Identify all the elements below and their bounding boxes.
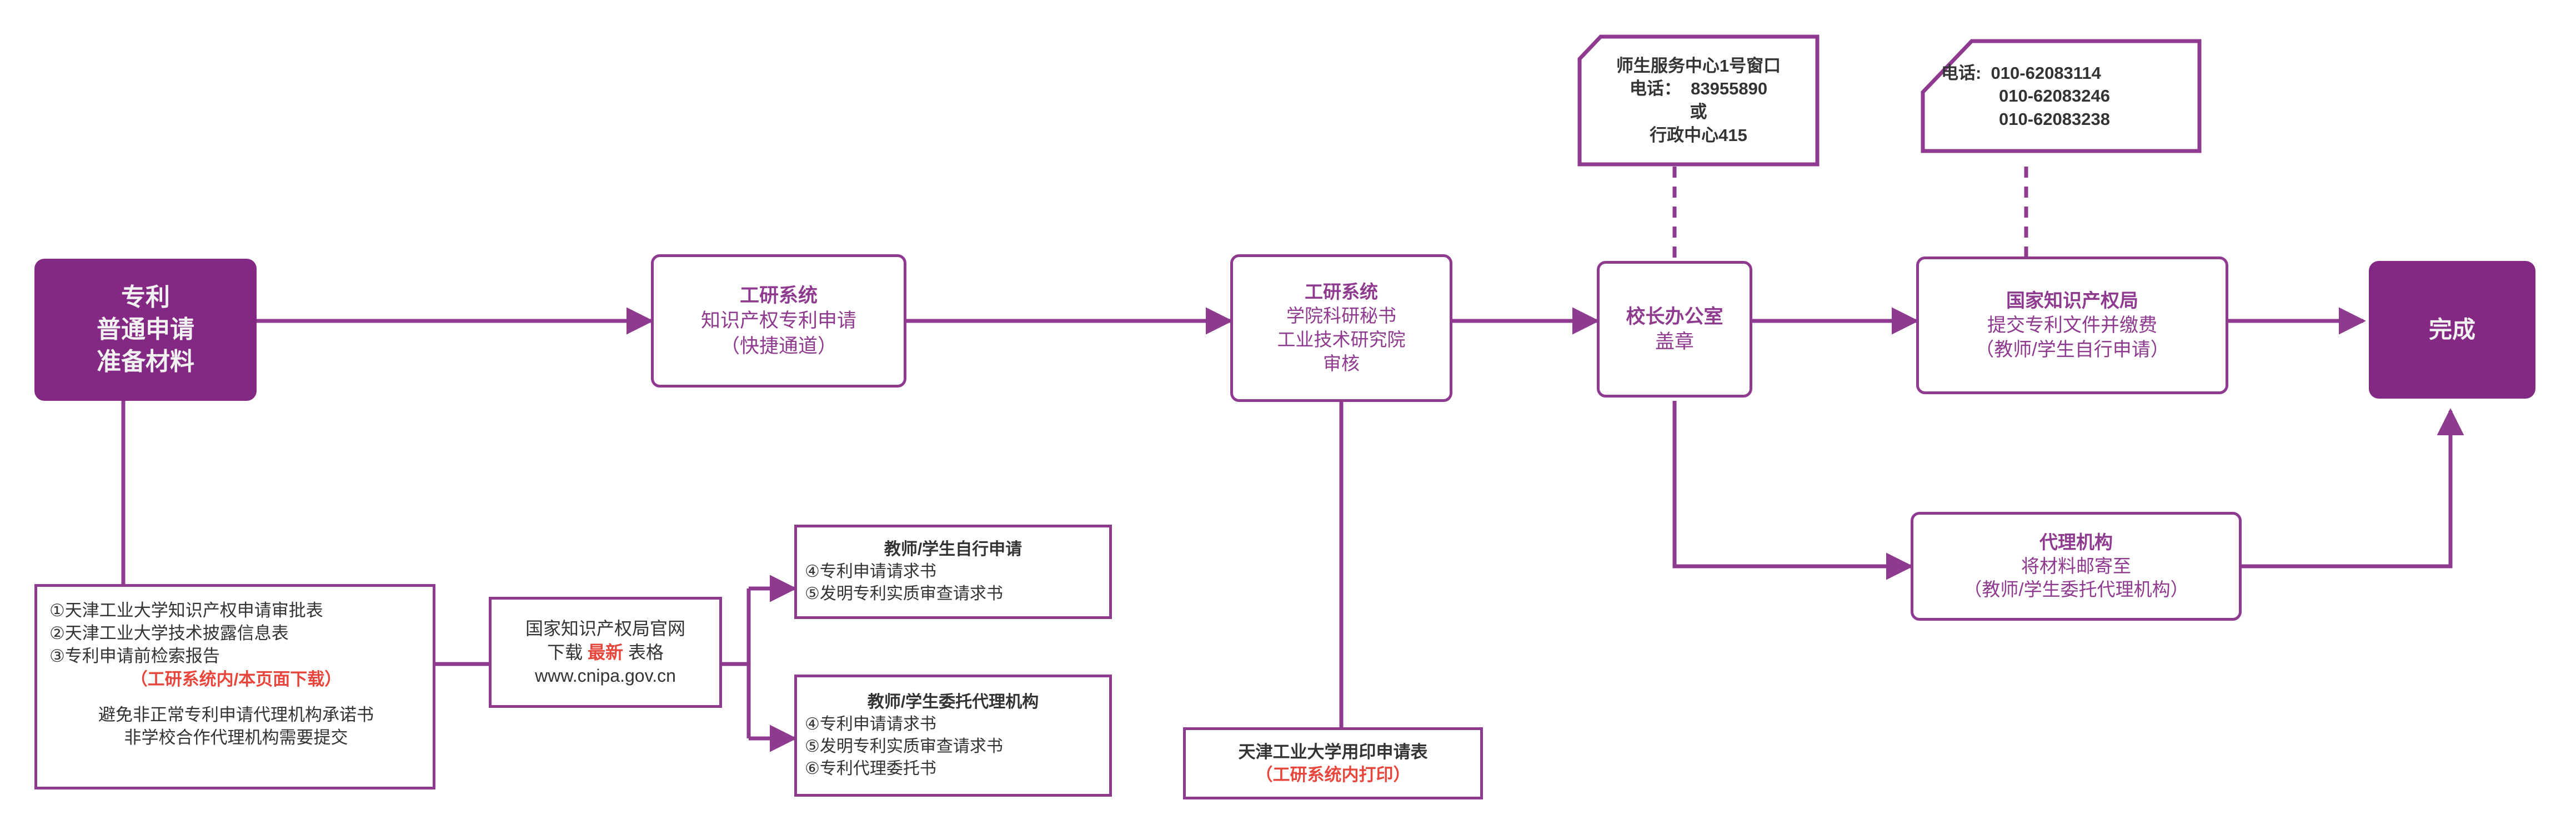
- callout-cnipa-phones-line-1: 电话: 010-62083114: [1941, 63, 2101, 83]
- note-materials-footer-1: 避免非正常专利申请代理机构承诺书: [98, 705, 374, 725]
- callout-cnipa-phones-line-2: 010-62083246: [1999, 86, 2110, 106]
- node-finish[interactable]: 完成: [2369, 261, 2535, 399]
- node-gys-review-line-3: 审核: [1323, 353, 1360, 374]
- node-cnipa-submit-line-2: （教师/学生自行申请）: [1975, 339, 2169, 361]
- node-gys-quick-line-1: 知识产权专利申请: [700, 310, 856, 332]
- note-cnipa-site-latest-badge: 最新: [587, 642, 623, 662]
- note-materials-item-1: ①天津工业大学知识产权申请审批表: [49, 601, 323, 620]
- note-materials-item-3: ③专利申请前检索报告: [49, 646, 220, 666]
- note-cnipa-site-line-1: 国家知识产权局官网: [525, 618, 685, 639]
- callout-cnipa-phones-body: 电话: 010-62083114 010-62083246 010-620832…: [1900, 62, 2222, 131]
- note-self-apply[interactable]: 教师/学生自行申请 ④专利申请请求书 ⑤发明专利实质审查请求书: [794, 525, 1112, 619]
- node-finish-label: 完成: [2428, 316, 2475, 343]
- note-materials-download-hint: （工研系统内/本页面下载）: [130, 669, 342, 689]
- node-cnipa-submit[interactable]: 国家知识产权局 提交专利文件并缴费 （教师/学生自行申请）: [1916, 256, 2228, 394]
- callout-cnipa-phones-frame: [1921, 39, 2202, 153]
- callout-service-center-line-3: 或: [1690, 102, 1707, 122]
- note-seal-form[interactable]: 天津工业大学用印申请表 （工研系统内打印）: [1183, 727, 1483, 799]
- note-self-apply-title: 教师/学生自行申请: [884, 540, 1023, 559]
- edge-president-to-agency: [1672, 401, 1913, 580]
- node-gys-review[interactable]: 工研系统 学院科研秘书 工业技术研究院 审核: [1230, 254, 1452, 402]
- note-entrust-agency-item-3: ⑥专利代理委托书: [805, 759, 936, 778]
- node-gys-review-title: 工研系统: [1305, 281, 1378, 303]
- callout-cnipa-phones[interactable]: 电话: 010-62083114 010-62083246 010-620832…: [1921, 39, 2202, 153]
- node-president-office-line-1: 盖章: [1655, 331, 1694, 353]
- callout-service-center-line-1: 师生服务中心1号窗口: [1616, 56, 1781, 76]
- node-gys-quick-title: 工研系统: [739, 284, 818, 306]
- node-agency-line-2: （教师/学生委托代理机构）: [1963, 579, 2189, 600]
- note-entrust-agency[interactable]: 教师/学生委托代理机构 ④专利申请请求书 ⑤发明专利实质审查请求书 ⑥专利代理委…: [794, 675, 1112, 797]
- note-self-apply-item-2: ⑤发明专利实质审查请求书: [805, 584, 1003, 603]
- callout-service-center[interactable]: 师生服务中心1号窗口 电话： 83955890 或 行政中心415: [1577, 34, 1820, 167]
- note-materials-item-2: ②天津工业大学技术披露信息表: [49, 623, 289, 643]
- note-entrust-agency-item-1: ④专利申请请求书: [805, 715, 936, 734]
- node-gys-review-line-2: 工业技术研究院: [1277, 329, 1406, 350]
- node-cnipa-submit-title: 国家知识产权局: [2006, 290, 2138, 311]
- note-materials[interactable]: ①天津工业大学知识产权申请审批表 ②天津工业大学技术披露信息表 ③专利申请前检索…: [34, 584, 435, 789]
- node-agency-title: 代理机构: [2039, 531, 2113, 552]
- note-seal-form-title: 天津工业大学用印申请表: [1238, 742, 1428, 762]
- node-start-line-3: 准备材料: [97, 348, 194, 376]
- note-entrust-agency-title: 教师/学生委托代理机构: [867, 693, 1039, 712]
- node-agency[interactable]: 代理机构 将材料邮寄至 （教师/学生委托代理机构）: [1911, 512, 2242, 621]
- node-start[interactable]: 专利 普通申请 准备材料: [34, 259, 257, 401]
- note-materials-footer-2: 非学校合作代理机构需要提交: [124, 728, 348, 748]
- note-cnipa-site-download-post: 表格: [623, 642, 664, 662]
- note-seal-form-hint: （工研系统内打印）: [1255, 765, 1411, 784]
- node-agency-line-1: 将材料邮寄至: [2021, 555, 2131, 576]
- note-cnipa-site-url: www.cnipa.gov.cn: [535, 666, 676, 686]
- note-cnipa-site-line-2: 下载 最新 表格: [497, 641, 714, 665]
- node-president-office-title: 校长办公室: [1626, 305, 1723, 328]
- edge-agency-to-finish: [2242, 408, 2464, 569]
- callout-service-center-body: 师生服务中心1号窗口 电话： 83955890 或 行政中心415: [1577, 54, 1820, 147]
- note-entrust-agency-item-2: ⑤发明专利实质审查请求书: [805, 737, 1003, 756]
- node-start-line-2: 普通申请: [97, 315, 194, 343]
- node-cnipa-submit-line-1: 提交专利文件并缴费: [1987, 314, 2157, 336]
- node-start-line-1: 专利: [121, 283, 170, 311]
- node-gys-review-line-1: 学院科研秘书: [1286, 305, 1396, 326]
- node-president-office[interactable]: 校长办公室 盖章: [1597, 261, 1752, 398]
- node-gys-quick[interactable]: 工研系统 知识产权专利申请 （快捷通道）: [651, 254, 906, 388]
- callout-service-center-frame: [1577, 34, 1820, 167]
- note-self-apply-item-1: ④专利申请请求书: [805, 562, 936, 581]
- node-gys-quick-line-2: （快捷通道）: [720, 335, 837, 357]
- callout-service-center-line-2: 电话： 83955890: [1629, 79, 1768, 99]
- callout-cnipa-phones-line-3: 010-62083238: [1999, 109, 2110, 129]
- note-cnipa-site[interactable]: 国家知识产权局官网 下载 最新 表格 www.cnipa.gov.cn: [489, 597, 722, 708]
- note-cnipa-site-download-pre: 下载: [547, 642, 588, 662]
- callout-service-center-line-4: 行政中心415: [1650, 125, 1747, 145]
